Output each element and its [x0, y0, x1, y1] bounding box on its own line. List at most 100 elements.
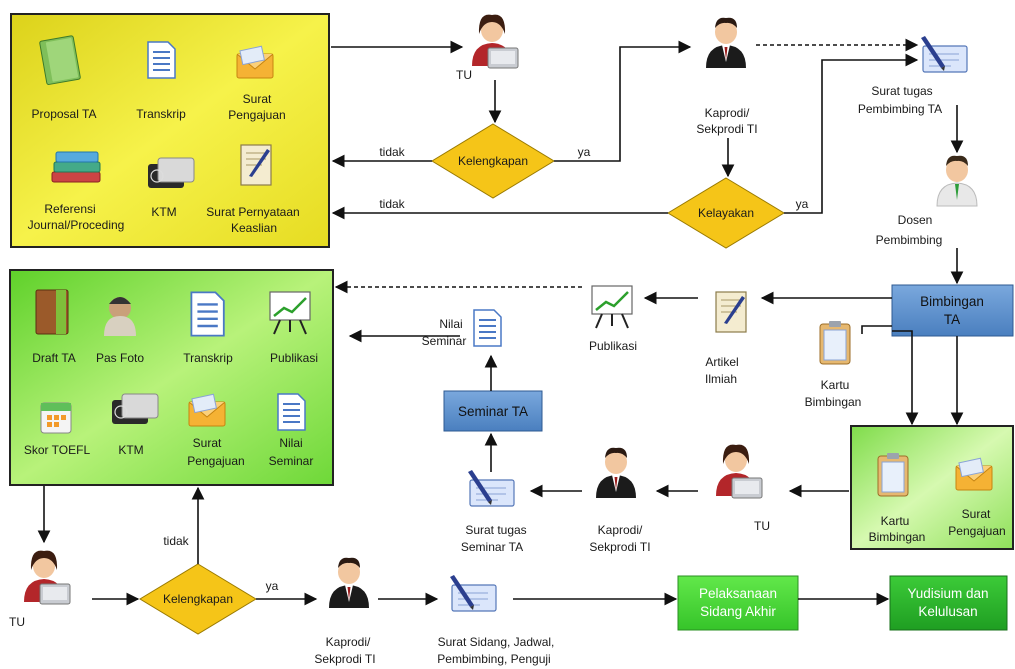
tu-3-icon: [23, 550, 71, 605]
draft-ta-label: Draft TA: [32, 351, 76, 365]
surat-tugas-seminar-label-1: Surat tugas: [465, 523, 526, 537]
artikel-label-1: Artikel: [705, 355, 738, 369]
surat-pernyataan-label-1: Surat Pernyataan: [206, 205, 299, 219]
certificate-icon: [240, 144, 272, 186]
dosen-icon: [936, 155, 978, 207]
edge-ya-3: ya: [266, 579, 279, 593]
tu-2-icon: [715, 444, 763, 499]
surat-tugas-pembimbing-label-1: Surat tugas: [871, 84, 932, 98]
kelengkapan-2-label: Kelengkapan: [163, 592, 233, 606]
transkrip-label: Transkrip: [136, 107, 186, 121]
surat-tugas-seminar-icon: [467, 469, 515, 507]
kaprodi-3-label-2: Sekprodi TI: [314, 652, 375, 666]
connectors: [37, 38, 964, 606]
transkrip-icon: [147, 41, 176, 79]
kaprodi-3-label-1: Kaprodi/: [326, 635, 371, 649]
pelaksanaan-label-1: Pelaksanaan: [699, 586, 777, 601]
kartu-bimbingan-icon: [819, 320, 851, 365]
tu-3-label: TU: [9, 615, 25, 629]
surat-pengajuan-2-label-1: Surat: [193, 436, 222, 450]
process-seminar: Seminar TA: [443, 390, 543, 432]
box3-kartu-label-2: Bimbingan: [869, 530, 926, 544]
kaprodi-1-label-2: Sekprodi TI: [696, 122, 757, 136]
kaprodi-1-label-1: Kaprodi/: [705, 106, 750, 120]
yudisium-label-1: Yudisium dan: [907, 586, 988, 601]
surat-sidang-label-1: Surat Sidang, Jadwal,: [438, 635, 555, 649]
tu-1-label: TU: [456, 68, 472, 82]
nilai-seminar-label-1: Nilai: [439, 317, 462, 331]
edge-ya-2: ya: [796, 197, 809, 211]
calendar-icon: [40, 402, 72, 434]
requirements-box-3: Kartu Bimbingan Surat Pengajuan: [850, 425, 1014, 550]
surat-pernyataan-label-2: Keaslian: [231, 221, 277, 235]
pas-foto-label: Pas Foto: [96, 351, 144, 365]
publikasi-doc-label: Publikasi: [589, 339, 637, 353]
transkrip-2-icon: [190, 291, 226, 337]
box3-surat-label-2: Pengajuan: [948, 524, 1005, 538]
proposal-label: Proposal TA: [32, 107, 97, 121]
bimbingan-label-2: TA: [944, 312, 960, 327]
edge-tidak-1: tidak: [379, 145, 405, 159]
surat-pengajuan-label-2: Pengajuan: [228, 108, 285, 122]
kaprodi-2-label-2: Sekprodi TI: [589, 540, 650, 554]
skor-toefl-label: Skor TOEFL: [24, 443, 91, 457]
box3-surat-label-1: Surat: [962, 507, 991, 521]
kartu-bimbingan-label-2: Bimbingan: [805, 395, 862, 409]
kaprodi-2-icon: [596, 447, 636, 498]
ktm-2-label: KTM: [118, 443, 143, 457]
publikasi-doc-icon: [590, 284, 634, 330]
nilai-seminar-icon: [473, 309, 502, 347]
publikasi-chart-icon: [268, 290, 312, 336]
process-yudisium: Yudisium dan Kelulusan: [889, 575, 1008, 631]
surat-tugas-seminar-label-2: Seminar TA: [461, 540, 523, 554]
clipboard-icon: [877, 452, 909, 497]
nilai-seminar-label-2: Seminar: [422, 334, 467, 348]
edge-tidak-3: tidak: [163, 534, 189, 548]
requirements-box-2: Draft TA Pas Foto Transkrip Publikasi Sk…: [9, 269, 334, 486]
surat-pengajuan-label-1: Surat: [243, 92, 272, 106]
artikel-ilmiah-icon: [715, 291, 747, 333]
pelaksanaan-label-2: Sidang Akhir: [700, 604, 776, 619]
bimbingan-label-1: Bimbingan: [920, 294, 984, 309]
surat-sidang-icon: [449, 574, 497, 612]
surat-tugas-pembimbing-label-2: Pembimbing TA: [858, 102, 942, 116]
referensi-label-1: Referensi: [44, 202, 95, 216]
box3-kartu-label-1: Kartu: [881, 514, 910, 528]
surat-pengajuan-2-label-2: Pengajuan: [187, 454, 244, 468]
decision-kelengkapan-1: Kelengkapan: [431, 123, 555, 199]
publikasi-label: Publikasi: [270, 351, 318, 365]
kelayakan-label: Kelayakan: [698, 206, 754, 220]
dosen-label-1: Dosen: [898, 213, 933, 227]
tu-2-label: TU: [754, 519, 770, 533]
kaprodi-3-icon: [329, 557, 369, 608]
dosen-label-2: Pembimbing: [876, 233, 943, 247]
surat-tugas-pembimbing-icon: [920, 35, 968, 73]
transkrip-2-label: Transkrip: [183, 351, 233, 365]
kartu-bimbingan-label-1: Kartu: [821, 378, 850, 392]
ktm-label: KTM: [151, 205, 176, 219]
requirements-box-1: Proposal TA Transkrip Surat Pengajuan Re…: [10, 13, 330, 248]
surat-sidang-label-2: Pembimbing, Penguji: [437, 652, 550, 666]
edge-ya-1: ya: [578, 145, 591, 159]
kaprodi-2-label-1: Kaprodi/: [598, 523, 643, 537]
decision-kelayakan: Kelayakan: [667, 177, 785, 249]
kelengkapan-1-label: Kelengkapan: [458, 154, 528, 168]
nilai-seminar-box-label-1: Nilai: [279, 436, 302, 450]
artikel-label-2: Ilmiah: [705, 372, 737, 386]
referensi-label-2: Journal/Proceding: [28, 218, 125, 232]
decision-kelengkapan-2: Kelengkapan: [139, 563, 257, 635]
tu-1-icon: [471, 14, 519, 69]
process-bimbingan: Bimbingan TA: [891, 284, 1014, 337]
draft-ta-icon: [35, 289, 69, 335]
pas-foto-icon: [104, 297, 136, 336]
yudisium-label-2: Kelulusan: [918, 604, 977, 619]
books-icon: [51, 151, 101, 183]
kaprodi-1-icon: [706, 17, 746, 68]
nilai-seminar-box-label-2: Seminar: [269, 454, 314, 468]
edge-tidak-2: tidak: [379, 197, 405, 211]
nilai-seminar-doc-icon: [277, 393, 306, 431]
seminar-label: Seminar TA: [458, 404, 528, 419]
proposal-icon: [39, 35, 81, 85]
process-pelaksanaan: Pelaksanaan Sidang Akhir: [677, 575, 799, 631]
